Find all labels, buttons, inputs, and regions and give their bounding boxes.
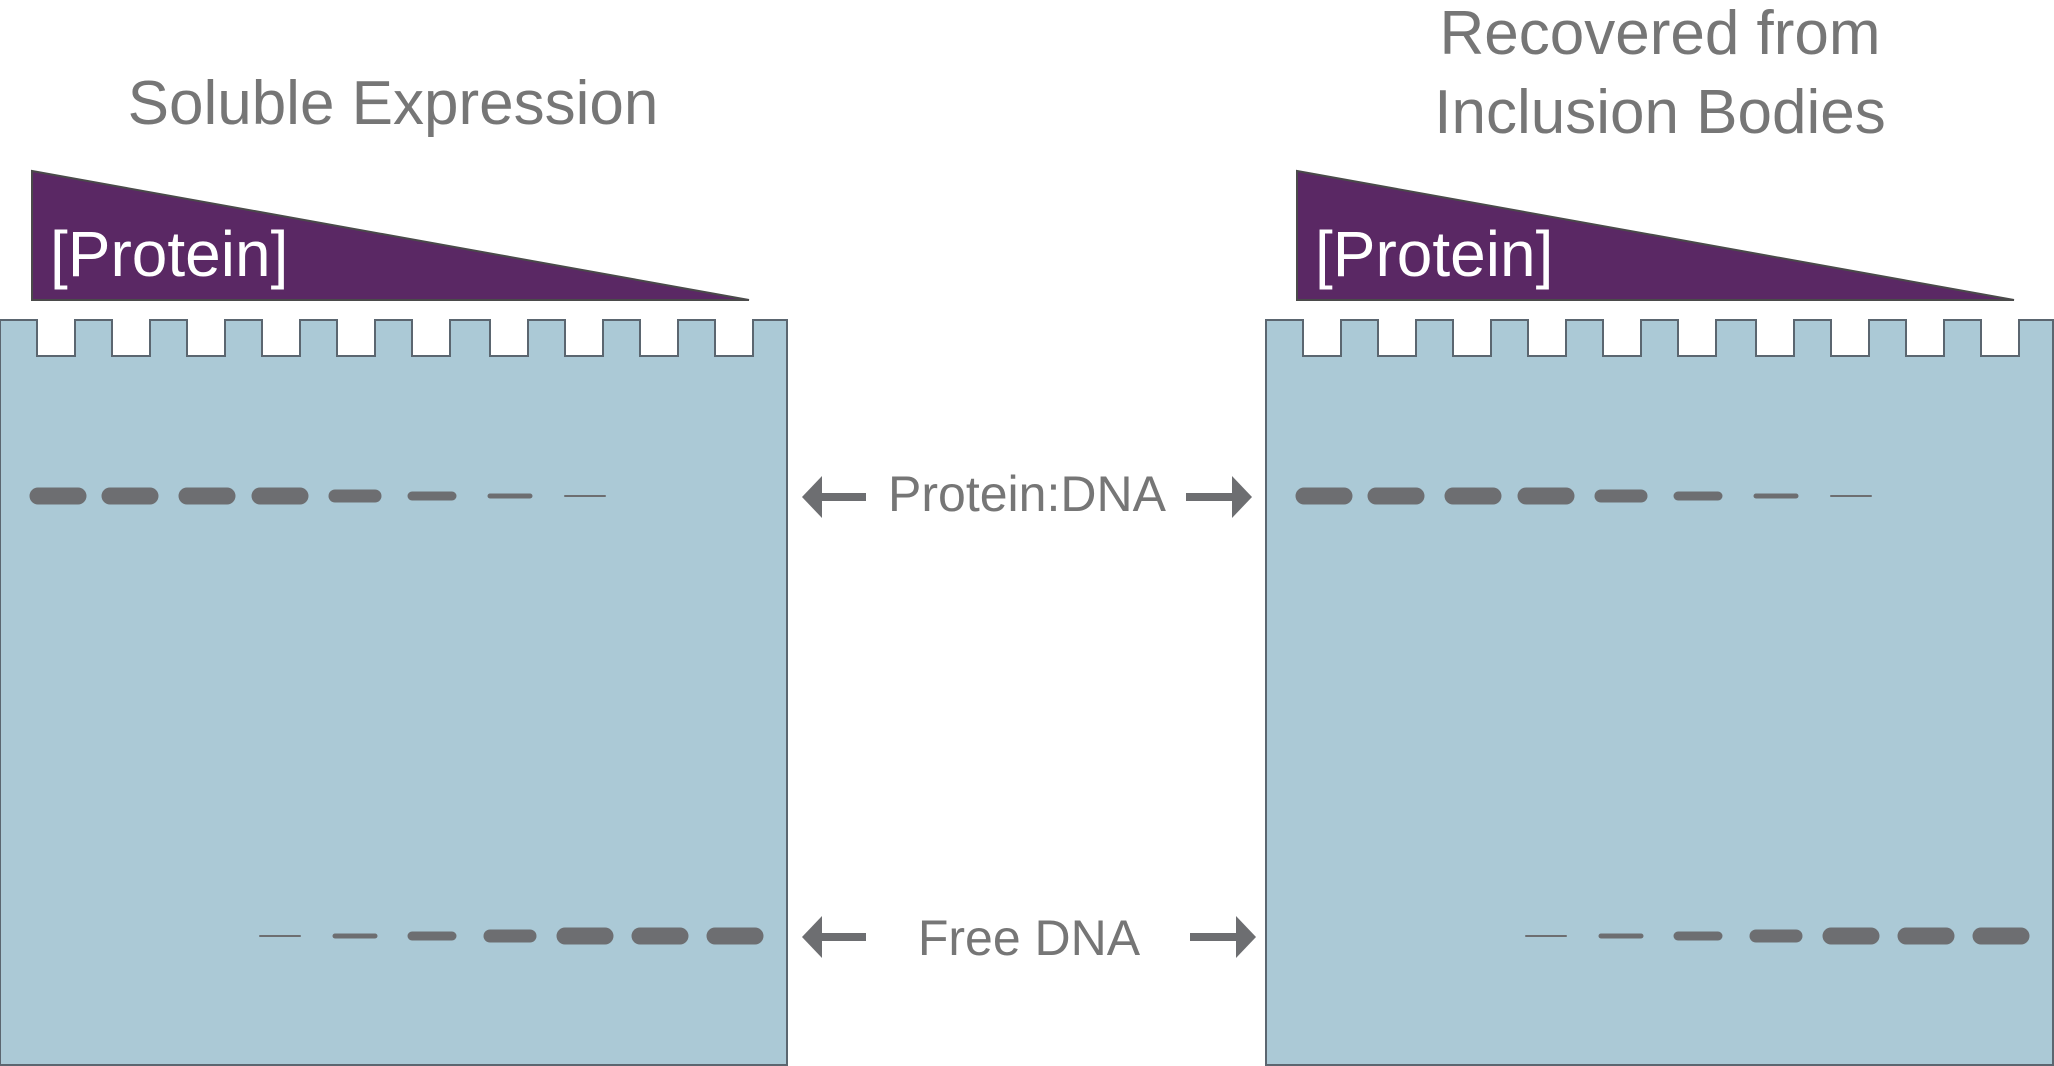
gel-well [1527, 320, 1567, 357]
protein-gradient-wedge [1296, 169, 2015, 301]
gel-well-opening [113, 318, 149, 322]
gel-well-opening [1529, 318, 1565, 322]
panel-title-line-1: Soluble Expression [128, 69, 659, 138]
gel-well-opening [188, 318, 224, 322]
gel-well-opening [1757, 318, 1793, 322]
protein-dna-label: Protein:DNA [888, 466, 1167, 522]
panel-title-line-2: Inclusion Bodies [1434, 78, 1886, 147]
gel-well [1377, 320, 1417, 357]
gel-well-opening [716, 318, 752, 322]
gel-well-opening [566, 318, 602, 322]
gel-well [111, 320, 151, 357]
gel-well-opening [1379, 318, 1415, 322]
gel-well-opening [38, 318, 74, 322]
gel-well [1980, 320, 2020, 357]
right-arrow-icon [1190, 916, 1256, 958]
gel-well-opening [491, 318, 527, 322]
right-arrow-icon [1186, 476, 1252, 518]
protein-wedge-label: [Protein] [1315, 218, 1553, 290]
panel-inclusion-bodies: Recovered from Inclusion Bodies [Protein… [1265, 0, 2054, 1066]
gel-well-opening [1304, 318, 1340, 322]
protein-gradient-wedge [31, 169, 750, 301]
gel-well-opening [1832, 318, 1868, 322]
gel-well [1905, 320, 1945, 357]
gel-well [564, 320, 604, 357]
gel-well-opening [1907, 318, 1943, 322]
gel-well [411, 320, 451, 357]
gel-well-opening [263, 318, 299, 322]
gel-well-opening [413, 318, 449, 322]
gel-well-opening [1679, 318, 1715, 322]
gel-body [1265, 319, 2054, 1066]
left-arrow-icon [802, 476, 866, 518]
gel-wells [1302, 318, 2020, 357]
gel-wells [36, 318, 754, 357]
gel-well [36, 320, 76, 357]
panel-title-line-1: Recovered from [1439, 0, 1880, 68]
free-dna-label: Free DNA [918, 910, 1141, 966]
gel-well [489, 320, 529, 357]
gel-well [639, 320, 679, 357]
left-arrow-icon [802, 916, 866, 958]
gel-well [261, 320, 301, 357]
gel-well-opening [338, 318, 374, 322]
gel-well [1452, 320, 1492, 357]
gel-well [1677, 320, 1717, 357]
gel-well-opening [1604, 318, 1640, 322]
gel-well-opening [641, 318, 677, 322]
gel-well-opening [1982, 318, 2018, 322]
gel-well [186, 320, 226, 357]
gel-body [0, 319, 788, 1066]
gel-well [1302, 320, 1342, 357]
gel-well [1830, 320, 1870, 357]
gel-well [1755, 320, 1795, 357]
panel-soluble: Soluble Expression [Protein] [0, 69, 788, 1066]
gel-well [336, 320, 376, 357]
protein-wedge-label: [Protein] [50, 218, 288, 290]
gel-well [1602, 320, 1642, 357]
gel-well-opening [1454, 318, 1490, 322]
center-annotations: Protein:DNA Free DNA [802, 466, 1256, 966]
gel-well [714, 320, 754, 357]
